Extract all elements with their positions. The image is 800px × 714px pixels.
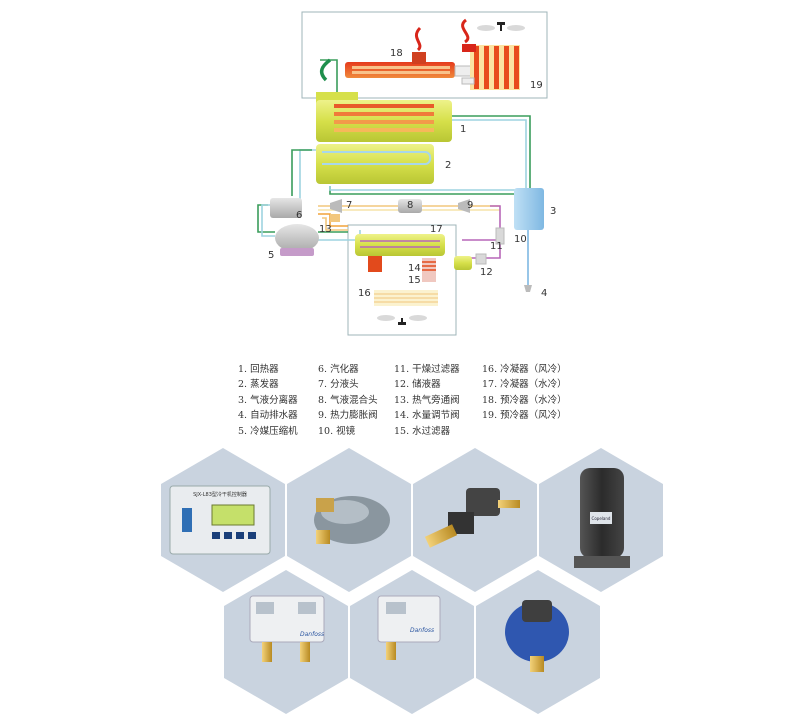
refrigerant-compressor xyxy=(275,224,319,256)
fan-icon-bottom xyxy=(377,315,427,325)
hexagon-tile xyxy=(413,448,537,592)
condenser-air-cooled xyxy=(374,290,438,306)
legend-item: 2. 蒸发器 xyxy=(238,379,279,391)
component-number: 8 xyxy=(407,200,413,211)
legend-column-3: 11. 干燥过滤器 12. 储液器 13. 热气旁通阀 14. 水量调节阀 15… xyxy=(394,362,460,439)
precooler-frame xyxy=(301,11,548,99)
air-in-arrow xyxy=(319,58,332,82)
component-number: 19 xyxy=(530,80,543,91)
legend-item: 10. 视镜 xyxy=(318,425,356,437)
legend-item: 7. 分液头 xyxy=(318,379,359,391)
legend-item: 14. 水量调节阀 xyxy=(394,410,460,422)
heat-out-arrow-19 xyxy=(461,18,470,44)
controller-title: SJX-L83型冷干机控制器 xyxy=(193,491,247,498)
legend-item: 19. 预冷器（风冷） xyxy=(482,410,567,422)
component-number: 9 xyxy=(467,200,473,211)
component-number: 3 xyxy=(550,206,556,217)
component-legend: 1. 回热器 2. 蒸发器 3. 气液分离器 4. 自动排水器 5. 冷媒压缩机… xyxy=(238,362,618,442)
liquid-distributor xyxy=(330,199,342,213)
component-number: 16 xyxy=(358,288,371,299)
dual-switch-brand-label: Danfoss xyxy=(300,631,324,638)
component-number: 14 xyxy=(408,263,421,274)
drain-valve-photo xyxy=(314,496,390,544)
legend-item: 8. 气液混合头 xyxy=(318,394,378,406)
evaporator xyxy=(316,144,434,184)
legend-item: 15. 水过滤器 xyxy=(394,425,451,437)
condenser-frame xyxy=(347,224,457,336)
solenoid-valve-photo xyxy=(424,488,520,548)
drying-filter xyxy=(475,253,487,265)
auto-drain-valve xyxy=(524,285,532,292)
condenser-water-cooled xyxy=(355,234,445,272)
fan-icon-top xyxy=(477,22,525,31)
water-regulating-valve xyxy=(422,258,436,282)
component-number: 7 xyxy=(346,200,352,211)
component-number: 10 xyxy=(514,234,527,245)
component-number: 12 xyxy=(480,267,493,278)
legend-item: 3. 气液分离器 xyxy=(238,394,298,406)
legend-item: 4. 自动排水器 xyxy=(238,410,298,422)
legend-item: 12. 储液器 xyxy=(394,379,441,391)
legend-item: 17. 冷凝器（水冷） xyxy=(482,379,567,391)
legend-item: 1. 回热器 xyxy=(238,364,279,375)
compressor-brand-label: Copeland xyxy=(592,516,611,521)
component-number: 13 xyxy=(319,224,332,235)
legend-item: 11. 干燥过滤器 xyxy=(394,364,460,375)
gas-liquid-mixer xyxy=(398,199,422,213)
component-number: 1 xyxy=(460,124,466,135)
component-number: 5 xyxy=(268,250,274,261)
receiver xyxy=(454,256,472,270)
dual-pressure-switch-photo: Danfoss xyxy=(249,595,325,662)
piping xyxy=(257,59,531,285)
sight-glass xyxy=(495,227,505,245)
expansion-valve xyxy=(458,199,470,213)
precooler-air-cooled xyxy=(461,44,520,90)
controller-panel: SJX-L83型冷干机控制器 xyxy=(169,485,271,555)
legend-column-4: 16. 冷凝器（风冷） 17. 冷凝器（水冷） 18. 预冷器（水冷） 19. … xyxy=(482,362,567,424)
component-number: 18 xyxy=(390,48,403,59)
legend-item: 5. 冷媒压缩机 xyxy=(238,425,298,437)
component-number: 6 xyxy=(296,210,302,221)
vaporizer xyxy=(270,198,302,218)
legend-column-1: 1. 回热器 2. 蒸发器 3. 气液分离器 4. 自动排水器 5. 冷媒压缩机 xyxy=(238,362,298,439)
component-number: 4 xyxy=(541,288,547,299)
heat-out-arrow-18 xyxy=(414,26,422,52)
hot-gas-bypass-valve xyxy=(330,214,340,222)
component-numbers: 1 2 3 4 5 6 7 8 9 10 11 12 13 14 15 16 1… xyxy=(268,48,556,299)
component-number: 17 xyxy=(430,224,443,235)
component-photo-gallery: SJX-L83型冷干机控制器 Copeland Danfoss xyxy=(161,448,663,714)
precooler-water-cooled xyxy=(345,52,474,78)
legend-column-2: 6. 汽化器 7. 分液头 8. 气液混合头 9. 热力膨胀阀 10. 视镜 xyxy=(318,362,378,439)
legend-item: 6. 汽化器 xyxy=(318,364,359,375)
component-number: 11 xyxy=(490,241,503,252)
legend-item: 18. 预冷器（水冷） xyxy=(482,394,567,406)
regenerator xyxy=(316,92,452,142)
component-number: 15 xyxy=(408,275,421,286)
refrigerant-flow-diagram: 1 2 3 4 5 6 7 8 9 10 11 12 13 14 15 16 1… xyxy=(257,11,556,336)
auto-drain-photo xyxy=(505,600,569,672)
legend-item: 9. 热力膨胀阀 xyxy=(318,410,378,422)
gas-liquid-separator xyxy=(514,188,544,230)
scroll-compressor-photo: Copeland xyxy=(574,468,630,568)
component-number: 2 xyxy=(445,160,451,171)
legend-item: 13. 热气旁通阀 xyxy=(394,394,460,406)
legend-item: 16. 冷凝器（风冷） xyxy=(482,364,567,375)
pressure-switch-photo: Danfoss xyxy=(377,595,441,660)
switch-brand-label: Danfoss xyxy=(410,627,434,634)
